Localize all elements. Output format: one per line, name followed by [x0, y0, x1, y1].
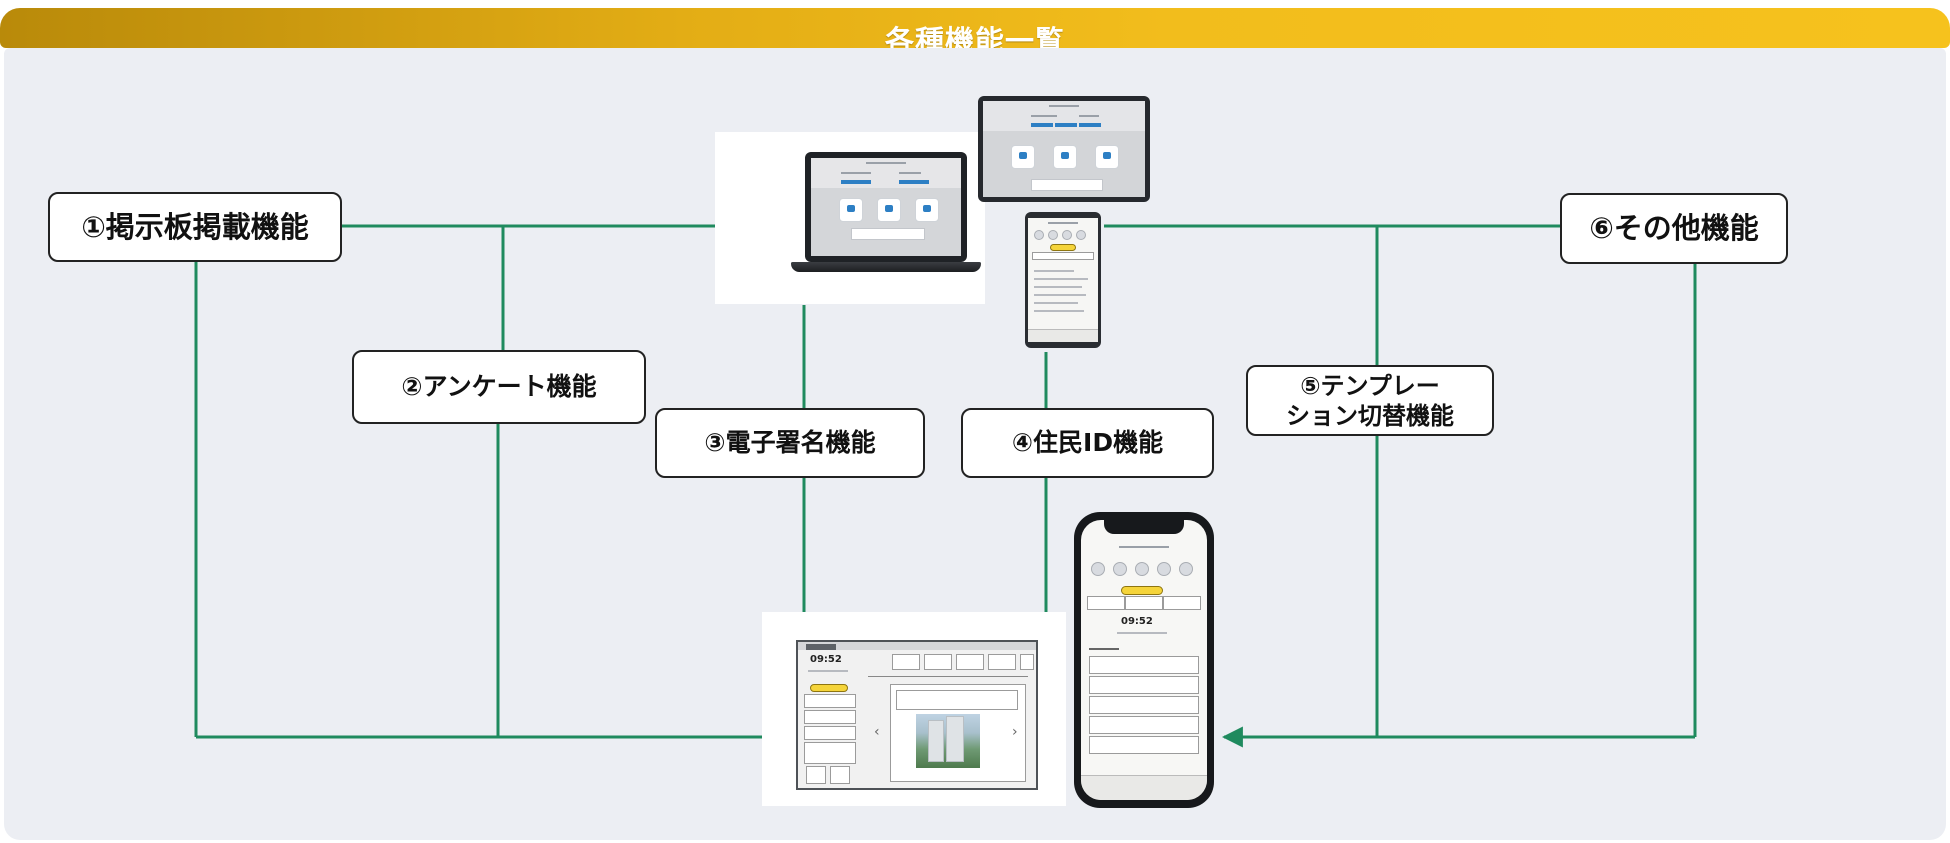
feature-template-switch: ⑤テンプレー ション切替機能	[1246, 365, 1494, 436]
feature-survey: ②アンケート機能	[352, 350, 646, 424]
tablet-device	[978, 96, 1150, 202]
feature-survey-label: ②アンケート機能	[401, 372, 597, 402]
feature-bulletin-board-label: ①掲示板掲載機能	[81, 209, 309, 244]
laptop-photo	[715, 132, 985, 304]
laptop-base	[791, 262, 981, 272]
smartphone-large: 09:52	[1074, 512, 1214, 808]
feature-template-switch-label-line1: ⑤テンプレー	[1300, 371, 1440, 400]
feature-other-label: ⑥その他機能	[1589, 211, 1759, 246]
feature-e-signature: ③電子署名機能	[655, 408, 925, 478]
feature-e-signature-label: ③電子署名機能	[704, 428, 876, 458]
building-photo	[916, 714, 980, 768]
feature-resident-id: ④住民ID機能	[961, 408, 1214, 478]
chevron-left-icon: ‹	[874, 724, 880, 740]
chevron-right-icon: ›	[1012, 724, 1018, 740]
feature-bulletin-board: ①掲示板掲載機能	[48, 192, 342, 262]
title-banner: 各種機能一覧	[0, 8, 1950, 58]
feature-other: ⑥その他機能	[1560, 193, 1788, 264]
signage-screen: 09:52 ‹ ›	[796, 640, 1038, 790]
feature-template-switch-label-line2: ション切替機能	[1286, 401, 1454, 430]
laptop-screen	[805, 152, 967, 262]
smartphone-small	[1025, 212, 1101, 348]
signage-photo: 09:52 ‹ ›	[762, 612, 1066, 806]
feature-resident-id-label: ④住民ID機能	[1011, 428, 1164, 458]
